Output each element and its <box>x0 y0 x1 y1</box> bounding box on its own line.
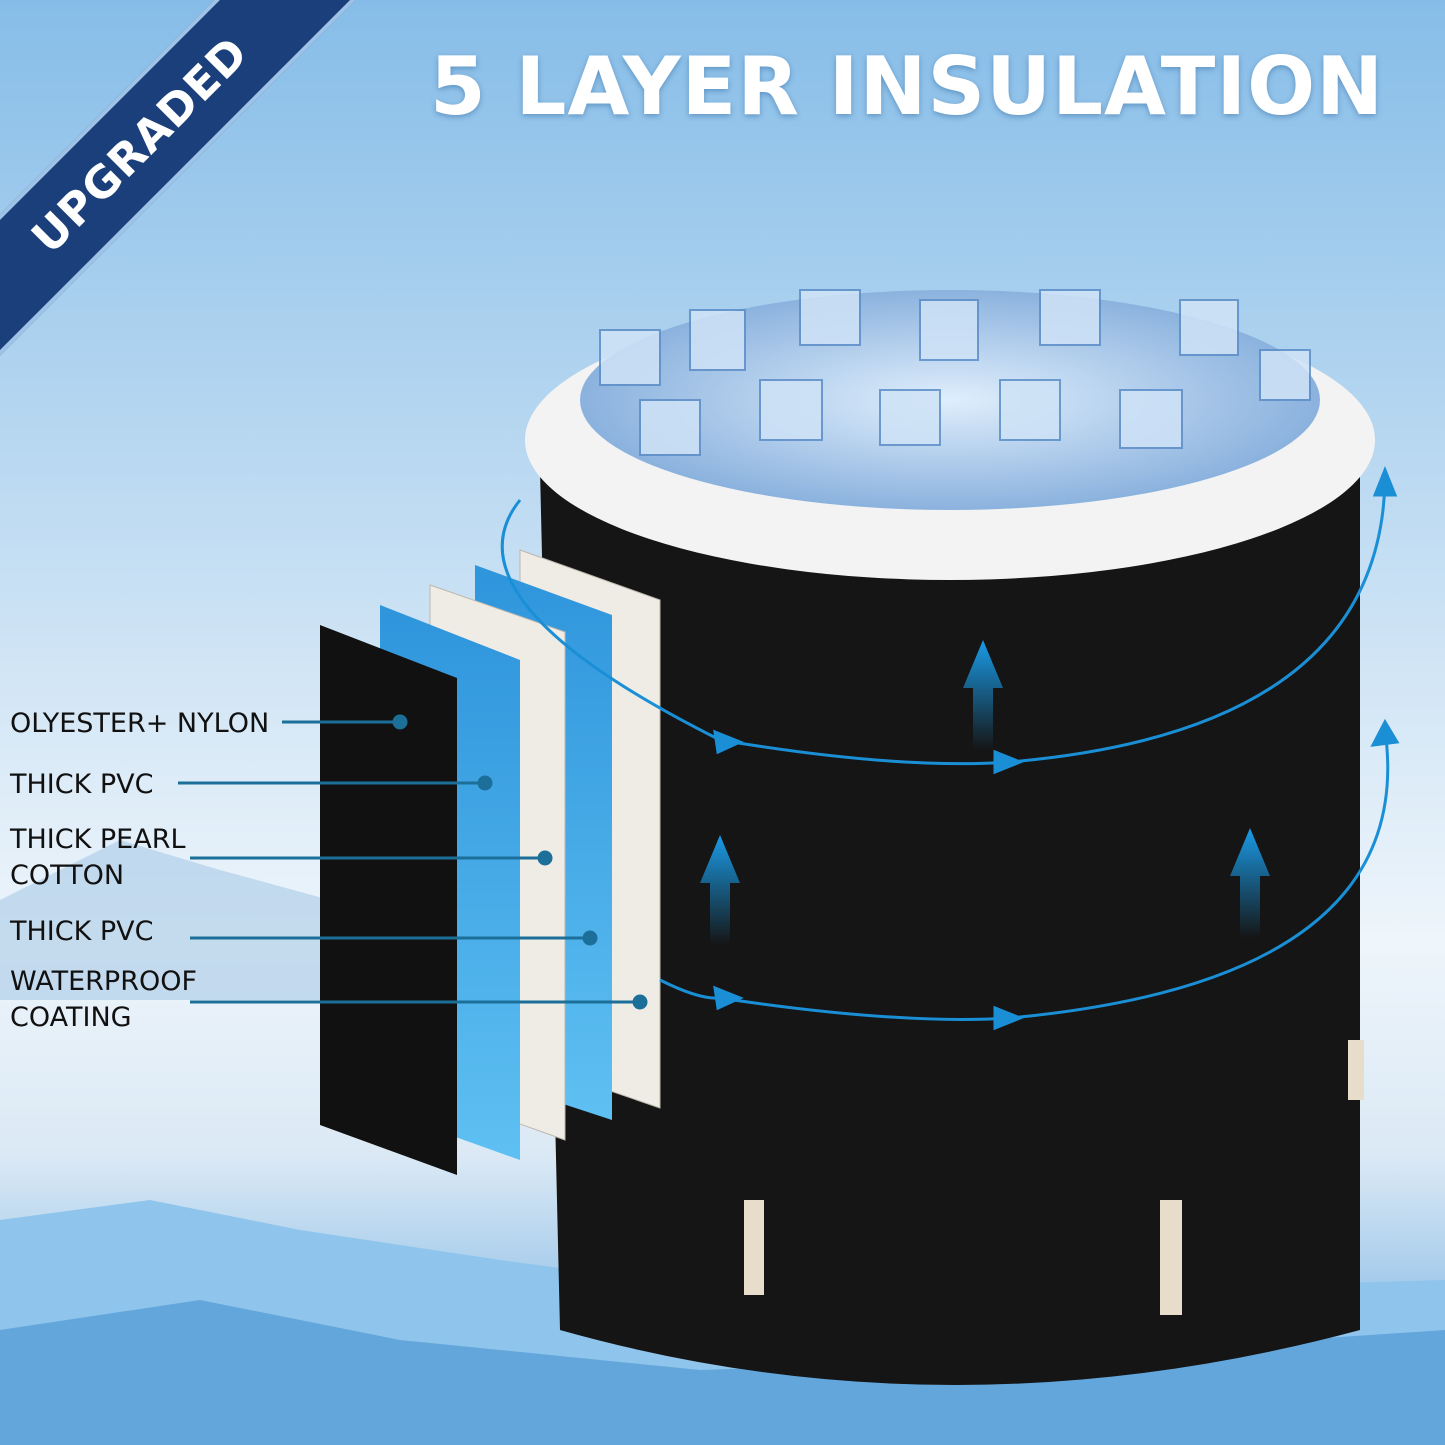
insulation-layers <box>320 549 661 1175</box>
tub-leg <box>1160 1200 1182 1315</box>
up-arrow-icon <box>700 835 740 945</box>
leader-lines <box>178 714 648 1010</box>
layer-label-4: THICK PVC <box>10 916 154 947</box>
arrow-head <box>1372 465 1398 497</box>
up-arrow-icon <box>1230 828 1270 938</box>
ice-bath-tub <box>525 289 1375 1385</box>
headline: 5 LAYER INSULATION <box>430 40 1385 133</box>
up-arrow-icon <box>963 640 1003 750</box>
layer-label-3: THICK PEARL COTTON <box>10 824 186 891</box>
layer-label-2: THICK PVC <box>10 769 154 800</box>
arrow-head <box>1370 718 1400 747</box>
iceberg-front <box>0 1300 1445 1445</box>
arrow-head <box>713 985 744 1011</box>
heat-up-arrows <box>700 640 1270 945</box>
airflow-arrows <box>500 465 1400 1031</box>
layer-label-1: OLYESTER+ NYLON <box>10 708 270 739</box>
flow-arrow-upper <box>500 479 1387 766</box>
mountain <box>0 840 330 1000</box>
arrow-head <box>993 749 1025 775</box>
layer-panel-polyester-nylon <box>320 625 457 1175</box>
ice-cubes <box>580 290 1320 510</box>
layer-label-5: WATERPROOF COATING <box>10 966 197 1033</box>
arrow-head <box>993 1005 1025 1031</box>
tub-leg <box>1348 1040 1364 1100</box>
tub-leg <box>744 1200 764 1295</box>
arrow-head <box>713 729 744 755</box>
